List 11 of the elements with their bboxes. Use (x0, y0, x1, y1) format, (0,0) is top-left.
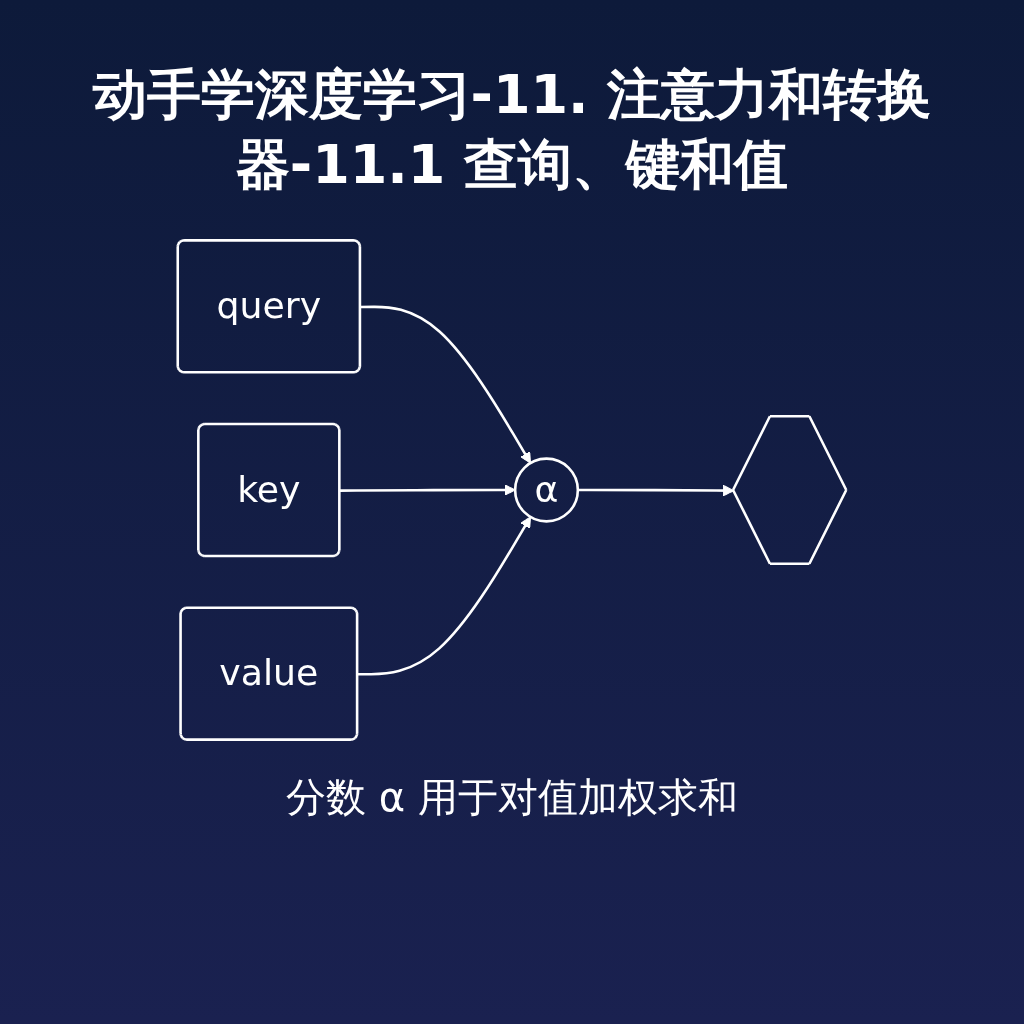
node-text: query (216, 284, 322, 328)
arrow (340, 484, 516, 497)
arrow (360, 305, 531, 464)
arrow (577, 485, 735, 497)
arrow (357, 516, 531, 676)
node-text: key (237, 468, 301, 512)
title: 动手学深度学习-11. 注意力和转换器-11.1 查询、键和值 (91, 62, 933, 199)
node-circle: α (513, 457, 580, 523)
node-hexagon (731, 415, 848, 566)
caption: 分数 α 用于对值加权求和 (285, 773, 739, 823)
node-text: value (219, 652, 319, 695)
